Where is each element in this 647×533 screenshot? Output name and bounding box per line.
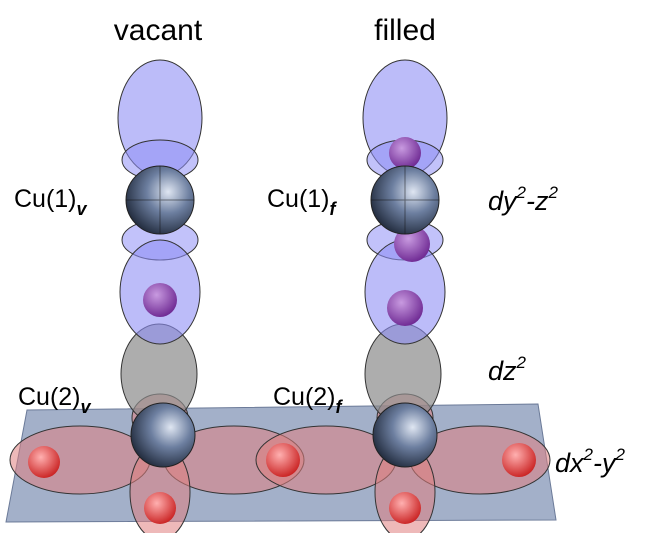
vacant-cu1-atom-facets [126, 166, 194, 234]
filled-purple-atom-top [389, 137, 421, 169]
label-cu2-filled: Cu(2)f [273, 383, 344, 417]
vacant-purple-atom [143, 283, 177, 317]
label-dx2-y2: dx2-y2 [555, 445, 626, 478]
header-vacant: vacant [114, 14, 203, 47]
header-filled: filled [374, 14, 436, 47]
filled-purple-atom-bottom [387, 290, 423, 326]
vacant-red-atom-left [28, 446, 60, 478]
vacant-cu2-atom [130, 402, 196, 468]
filled-red-atom-left [266, 443, 300, 477]
label-cu1-filled: Cu(1)f [267, 185, 338, 219]
filled-column [255, 59, 551, 533]
label-dz2: dz2 [488, 353, 527, 386]
vacant-column [9, 59, 305, 533]
filled-cu1-atom-facets [371, 166, 439, 234]
filled-cu2-atom [372, 402, 438, 468]
filled-purple-atom-middle [394, 226, 430, 262]
filled-red-atom-front [389, 492, 421, 524]
filled-red-atom-right [502, 443, 536, 477]
vacant-red-atom-front [144, 492, 176, 524]
label-cu1-vacant: Cu(1)v [14, 185, 88, 219]
label-dy2-z2: dy2-z2 [488, 183, 559, 216]
label-cu2-vacant: Cu(2)v [18, 383, 92, 417]
